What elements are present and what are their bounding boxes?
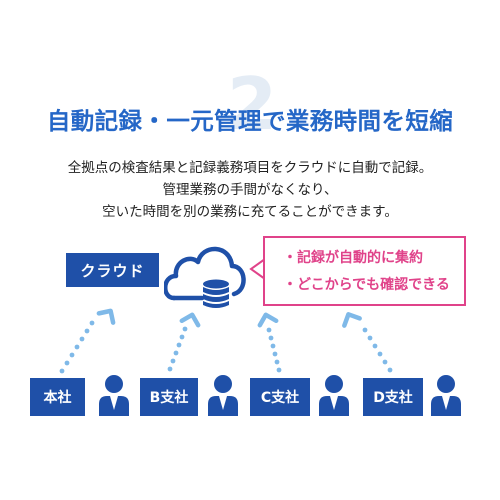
arrow-up-icon bbox=[167, 312, 201, 372]
bubble-tail bbox=[249, 258, 266, 280]
person-icon bbox=[319, 375, 349, 416]
office-label: D支社 bbox=[363, 378, 423, 416]
arrow-up-icon bbox=[342, 312, 393, 373]
person-icon bbox=[431, 375, 461, 416]
cloud-database-icon bbox=[163, 238, 246, 310]
office-label: 本社 bbox=[30, 378, 85, 416]
step-number: 2 bbox=[226, 62, 278, 146]
description-line: 管理業務の手間がなくなり、 bbox=[162, 182, 338, 198]
arrow-up-icon bbox=[257, 312, 282, 373]
person-icon bbox=[208, 375, 238, 416]
person-icon bbox=[99, 375, 129, 416]
cloud-label: クラウド bbox=[66, 253, 159, 287]
benefit-item: ・記録が自動的に集約 bbox=[283, 250, 423, 266]
description: 全拠点の検査結果と記録義務項目をクラウドに自動で記録。 管理業務の手間がなくなり… bbox=[0, 157, 500, 223]
description-line: 全拠点の検査結果と記録義務項目をクラウドに自動で記録。 bbox=[67, 160, 433, 176]
upload-arrows bbox=[59, 308, 393, 374]
office-label: B支社 bbox=[140, 378, 198, 416]
benefit-item: ・どこからでも確認できる bbox=[283, 277, 450, 293]
headline: 自動記録・一元管理で業務時間を短縮 bbox=[46, 107, 454, 135]
description-line: 空いた時間を別の業務に充てることができます。 bbox=[102, 204, 398, 220]
benefit-bubble bbox=[263, 236, 466, 306]
arrow-up-icon bbox=[59, 308, 116, 374]
office-label: C支社 bbox=[250, 378, 310, 416]
